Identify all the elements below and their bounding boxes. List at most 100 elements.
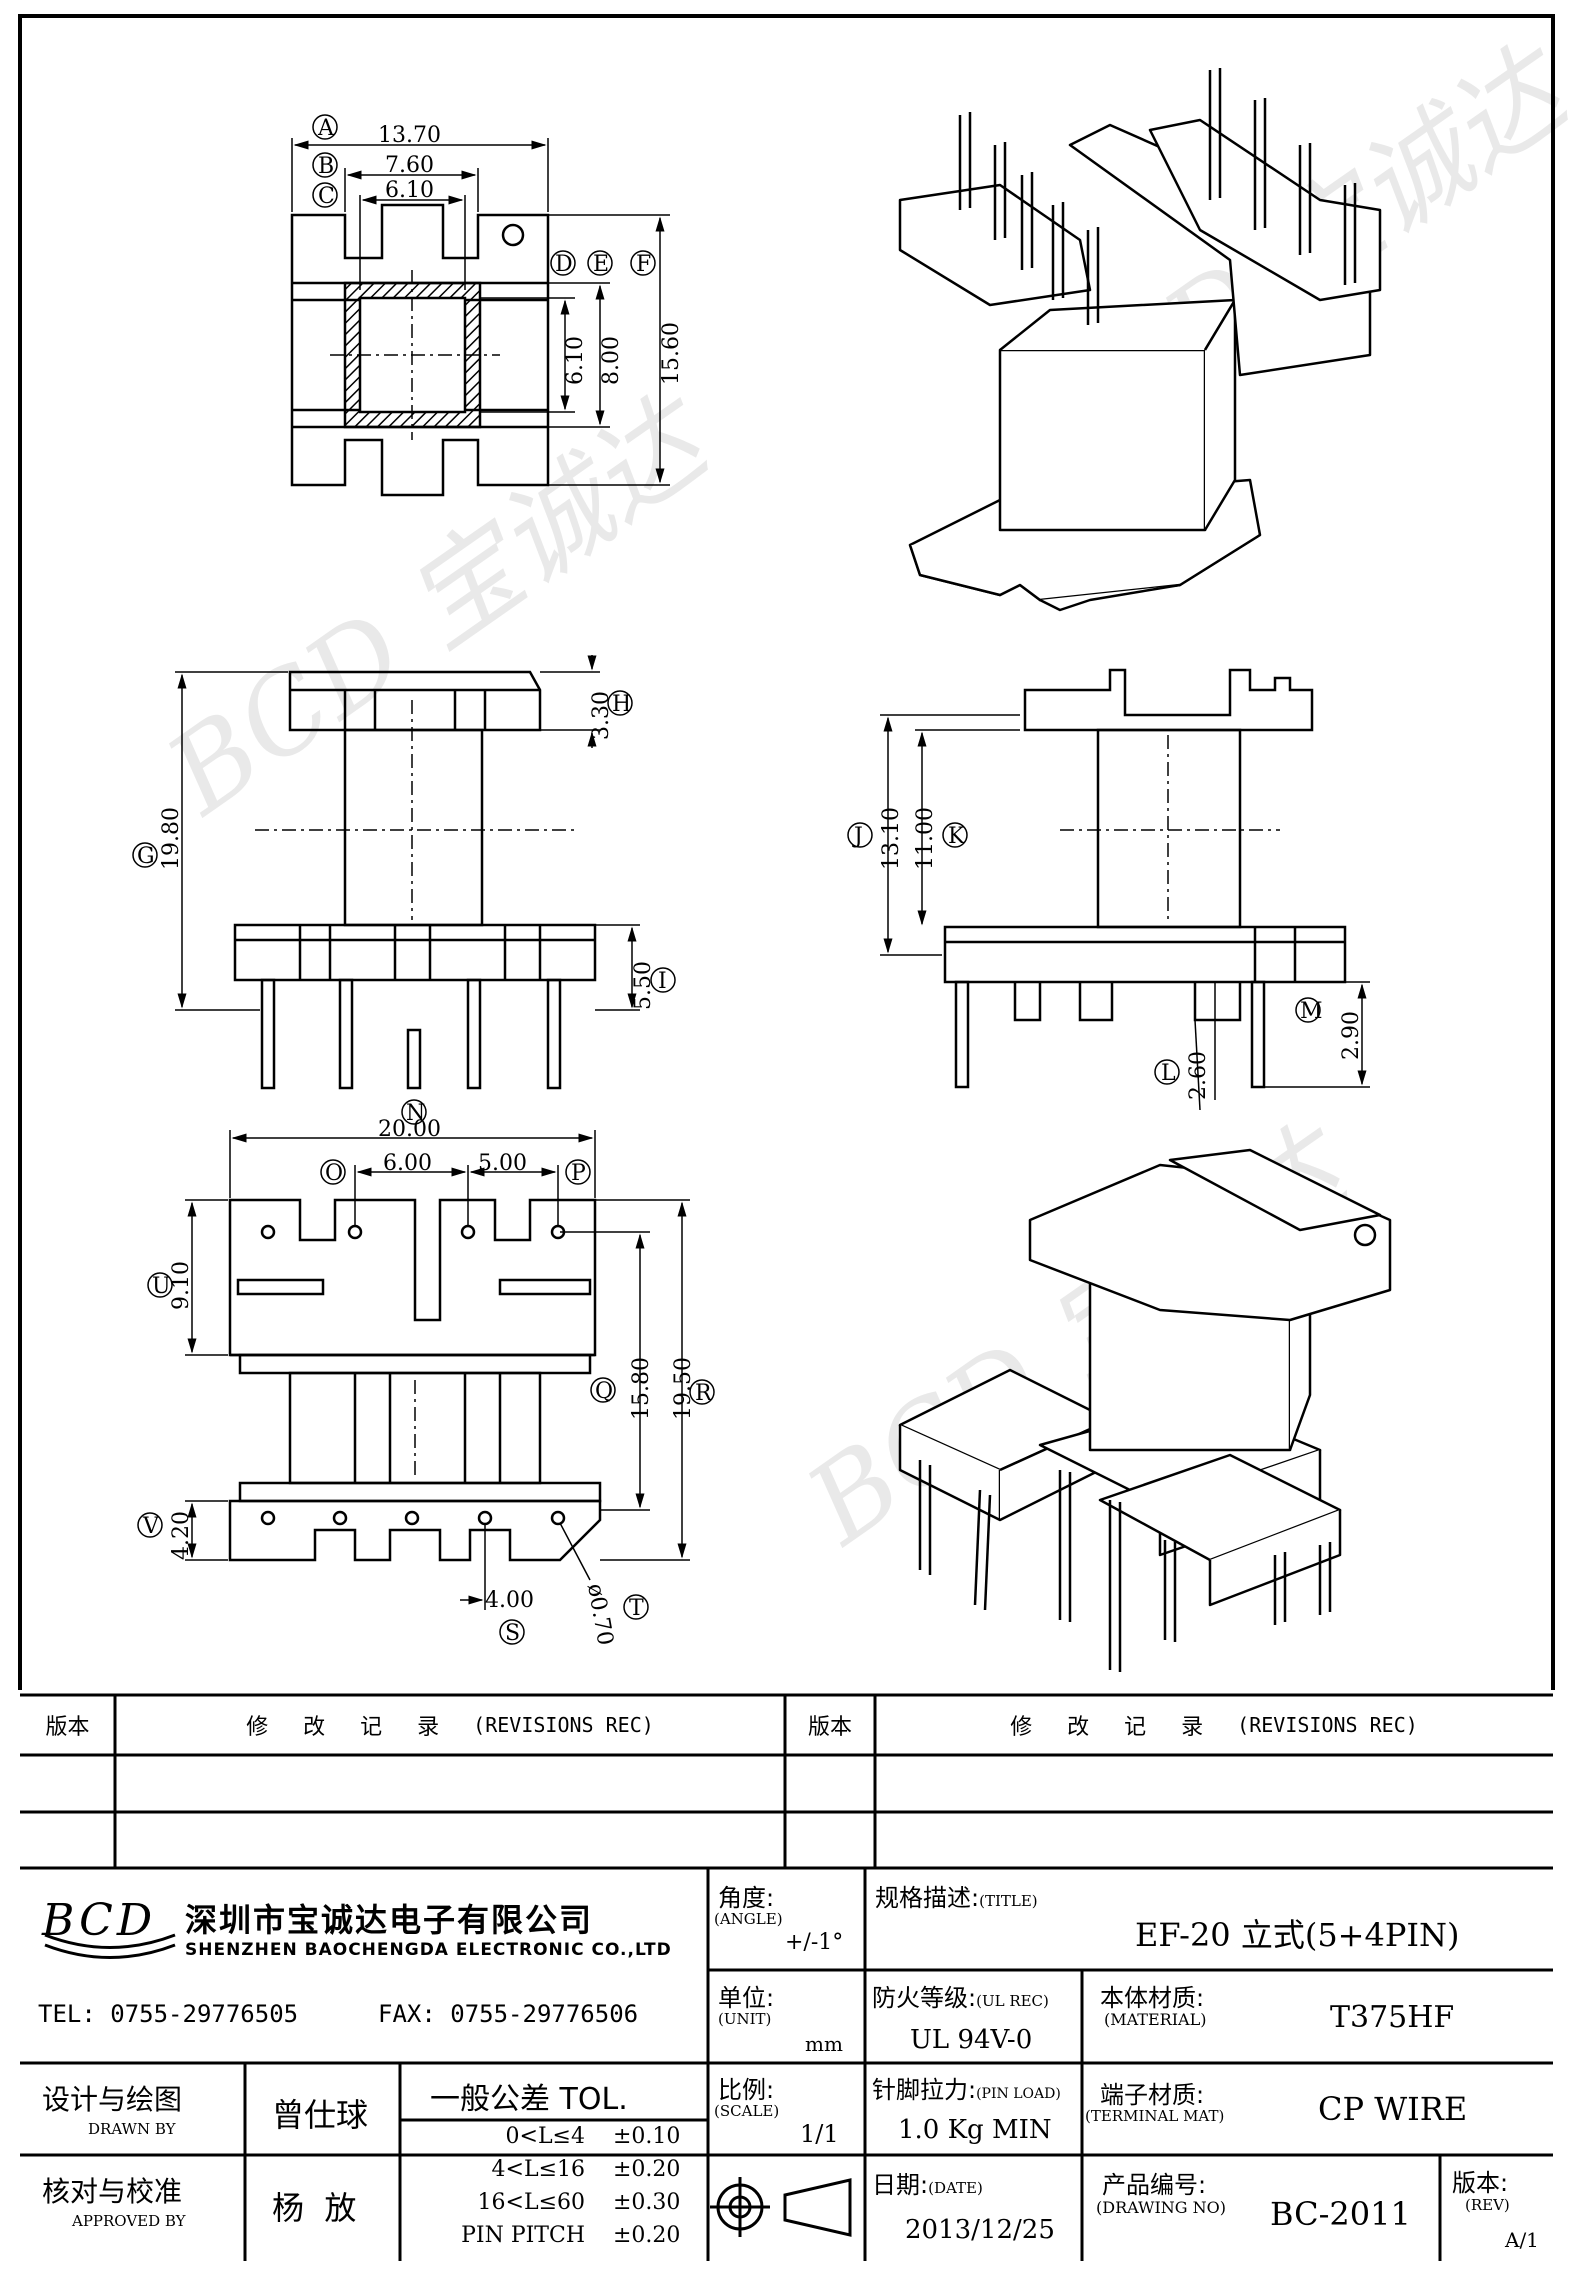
rev-en: (REV)	[1465, 2196, 1510, 2214]
ul-label-en: (UL REC)	[976, 1992, 1049, 2010]
terminal-label: 端子材质:	[1100, 2081, 1205, 2109]
top-view	[290, 203, 550, 497]
drawing-border	[18, 14, 1555, 1690]
rev-header-right: 版本	[807, 1715, 852, 1740]
ul-value: UL 94V-0	[910, 2025, 1033, 2055]
title-label-en: (TITLE)	[979, 1892, 1038, 1910]
scale-value: 1/1	[800, 2120, 839, 2148]
material-label: 本体材质:	[1100, 1984, 1205, 2012]
dim-s: 4.00	[485, 1588, 534, 1613]
label-f: F	[636, 252, 651, 277]
dim-o: 6.00	[383, 1151, 432, 1176]
tolerance-row: 16<L≤60 ±0.30	[410, 2190, 700, 2223]
label-k: K	[948, 824, 965, 849]
terminal-value: CP WIRE	[1318, 2090, 1468, 2128]
dim-f: 15.60	[659, 322, 684, 385]
dim-l: 2.60	[1186, 1051, 1211, 1100]
drawn-en: DRAWN BY	[88, 2120, 176, 2138]
top-view-labels: A B C 13.70 7.60 6.10 D E F 6.10 8.00 15…	[312, 114, 684, 385]
top-view-dims	[291, 138, 670, 486]
rev-record-en: (REVISIONS REC)	[1237, 1713, 1418, 1737]
rev-record-cn: 修 改 记 录	[246, 1715, 454, 1740]
material-en: (MATERIAL)	[1104, 2010, 1207, 2029]
rev-record-en: (REVISIONS REC)	[473, 1713, 654, 1737]
approved-en: APPROVED BY	[72, 2212, 186, 2230]
title-value: EF-20 立式(5+4PIN)	[1135, 1916, 1460, 1954]
label-n: N	[406, 1101, 425, 1126]
drawn-value: 曾仕球	[272, 2096, 369, 2134]
company-tel: TEL: 0755-29776505	[38, 2000, 299, 2028]
bottom-view	[228, 1198, 602, 1562]
label-a: A	[317, 116, 335, 141]
tol-range: PIN PITCH	[461, 2223, 585, 2248]
tol-range: 16<L≤60	[477, 2190, 585, 2215]
iso-view-top	[898, 68, 1382, 612]
drawing-en: (DRAWING NO)	[1096, 2198, 1227, 2217]
pinload-label-en: (PIN LOAD)	[976, 2086, 1061, 2102]
label-g: G	[137, 844, 155, 869]
label-d: D	[555, 252, 573, 277]
label-p: P	[571, 1161, 586, 1186]
pinload-label: 针脚拉力:(PIN LOAD)	[872, 2070, 1061, 2105]
drawn-label: 设计与绘图	[42, 2083, 183, 2116]
unit-value: mm	[805, 2032, 843, 2056]
dim-k: 11.00	[913, 807, 938, 870]
dim-b: 7.60	[385, 153, 434, 178]
front-view-dims	[175, 655, 640, 1011]
label-i: I	[658, 969, 667, 994]
rev-record-right: 修 改 记 录 (REVISIONS REC)	[875, 1695, 1553, 1755]
dim-p: 5.00	[478, 1151, 527, 1176]
bottom-view-dims	[185, 1130, 690, 1610]
dim-d: 6.10	[563, 336, 588, 385]
label-j: J	[852, 824, 863, 849]
technical-drawing: A B C 13.70 7.60 6.10 D E F 6.10 8.00 15…	[18, 14, 1555, 1690]
tol-value: ±0.20	[613, 2157, 681, 2182]
company-name-cn: 深圳市宝诚达电子有限公司	[185, 1901, 594, 1939]
terminal-en: (TERMINAL MAT)	[1085, 2107, 1225, 2125]
material-value: T375HF	[1330, 2000, 1455, 2035]
label-q: Q	[595, 1379, 613, 1404]
dim-q: 15.80	[629, 1357, 654, 1420]
unit-en: (UNIT)	[718, 2010, 772, 2028]
label-s: S	[505, 1621, 520, 1646]
tol-value: ±0.10	[613, 2124, 681, 2149]
date-label-cn: 日期:	[872, 2171, 929, 2199]
label-m: M	[1300, 999, 1323, 1024]
dim-c: 6.10	[385, 178, 434, 203]
iso-view-bottom	[898, 1148, 1392, 1672]
label-v: V	[142, 1514, 160, 1539]
rev-label: 版本:	[1452, 2169, 1509, 2197]
company-name-en: SHENZHEN BAOCHENGDA ELECTRONIC CO.,LTD	[185, 1940, 672, 1960]
tol-value: ±0.20	[613, 2223, 681, 2248]
rev-record-cn: 修 改 记 录	[1010, 1715, 1218, 1740]
dim-h: 3.30	[589, 691, 614, 740]
dim-n: 20.00	[378, 1117, 441, 1142]
tol-value: ±0.30	[613, 2190, 681, 2215]
date-label: 日期:(DATE)	[872, 2165, 983, 2200]
company-fax: FAX: 0755-29776506	[378, 2000, 639, 2028]
front-view-labels: G 19.80 3.30 H 5.50 I	[132, 690, 676, 1010]
dim-j: 13.10	[879, 807, 904, 870]
tol-range: 0<L≤4	[505, 2124, 585, 2149]
scale-label: 比例:	[718, 2076, 775, 2104]
label-r: R	[695, 1381, 713, 1406]
side-view	[943, 668, 1347, 1089]
title-label-cn: 规格描述:	[875, 1884, 980, 1912]
label-h: H	[612, 692, 631, 717]
dim-t: ø0.70	[582, 1582, 617, 1648]
rev-value: A/1	[1505, 2228, 1539, 2252]
front-view	[233, 670, 597, 1090]
rev-header-left: 版本	[45, 1715, 90, 1740]
dim-a: 13.70	[378, 123, 441, 148]
angle-value: +/-1°	[785, 1930, 844, 1955]
drawing-label: 产品编号:	[1102, 2171, 1207, 2199]
date-label-en: (DATE)	[928, 2179, 983, 2197]
label-c: C	[318, 184, 335, 209]
tolerance-row: 4<L≤16±0.20	[410, 2157, 700, 2190]
tolerance-title: 一般公差 TOL.	[430, 2082, 628, 2117]
pinload-value: 1.0 Kg MIN	[898, 2115, 1052, 2145]
side-view-labels: J 13.10 11.00 K L 2.60 M 2.90	[847, 807, 1364, 1100]
angle-en: (ANGLE)	[714, 1910, 783, 1928]
rev-record-left: 修 改 记 录 (REVISIONS REC)	[115, 1695, 785, 1755]
side-view-dims	[880, 714, 1370, 1111]
